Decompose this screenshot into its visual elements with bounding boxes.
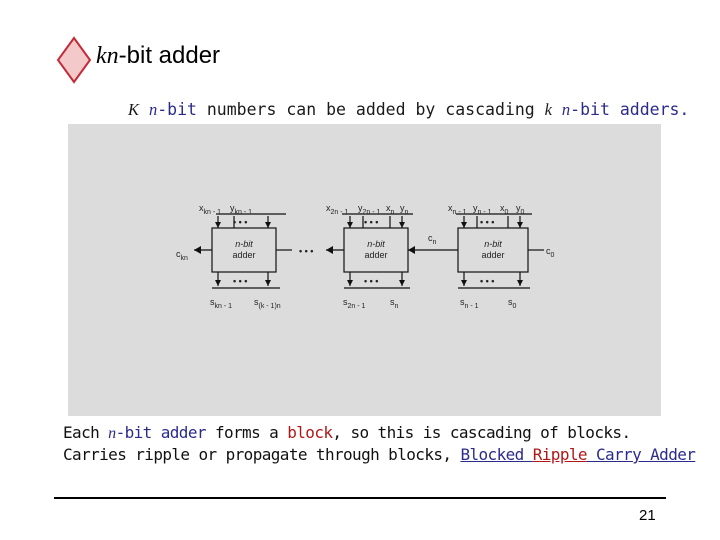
label-x-2n-1: x2n - 1 [326, 203, 349, 216]
adder-middle-label-2: adder [364, 250, 387, 260]
label-c-0: c0 [546, 246, 555, 259]
label-y-0: y0 [516, 203, 525, 216]
slide-caption: Each n-bit adder forms a block, so this … [63, 422, 696, 465]
dots-left-outputs: • • • [233, 276, 247, 286]
label-s-n: sn [390, 297, 399, 310]
caption-line-1: Each n-bit adder forms a block, so this … [63, 423, 631, 442]
adder-left-label-2: adder [232, 250, 255, 260]
label-s-kn-1: skn - 1 [210, 297, 232, 310]
diamond-bullet-icon [56, 36, 92, 84]
slide-subtitle: K n-bit numbers can be added by cascadin… [128, 100, 690, 119]
slide-title: kn-bit adder [96, 42, 221, 69]
label-c-n: cn [428, 233, 437, 246]
label-c-kn: ckn [176, 249, 188, 262]
label-x-kn-1: xkn - 1 [199, 203, 221, 216]
adder-right-label-2: adder [481, 250, 504, 260]
caption-line-2: Carries ripple or propagate through bloc… [63, 445, 696, 464]
dots-right-inputs: • • • [480, 217, 494, 227]
label-s-n-1: sn - 1 [460, 297, 479, 310]
label-y-n-1: yn - 1 [473, 203, 492, 216]
dots-mid-outputs: • • • [364, 276, 378, 286]
dots-left-inputs: • • • [233, 217, 247, 227]
adder-middle-label-1: n-bit [367, 239, 385, 249]
adder-left-label-1: n-bit [235, 239, 253, 249]
adder-right-label-1: n-bit [484, 239, 502, 249]
dots-right-outputs: • • • [480, 276, 494, 286]
label-y-n: yn [400, 203, 409, 216]
label-y-2n-1: y2n - 1 [358, 203, 381, 216]
label-x-n-1: xn - 1 [448, 203, 467, 216]
diagram-panel: • • • • • • • • • • • • • • • • • • • • … [68, 124, 661, 416]
page-number: 21 [639, 507, 656, 524]
dots-gap-left: • • • [299, 246, 313, 256]
label-s-2n-1: s2n - 1 [343, 297, 366, 310]
label-s-k-1-n: s(k - 1)n [254, 297, 281, 310]
label-s-0: s0 [508, 297, 517, 310]
cascaded-adder-diagram: • • • • • • • • • • • • • • • • • • • • … [176, 203, 555, 310]
label-x-0: x0 [500, 203, 509, 216]
footer-rule [54, 497, 666, 499]
label-y-kn-1: ykn - 1 [230, 203, 252, 216]
dots-mid-inputs: • • • [364, 217, 378, 227]
label-x-n: xn [386, 203, 395, 216]
